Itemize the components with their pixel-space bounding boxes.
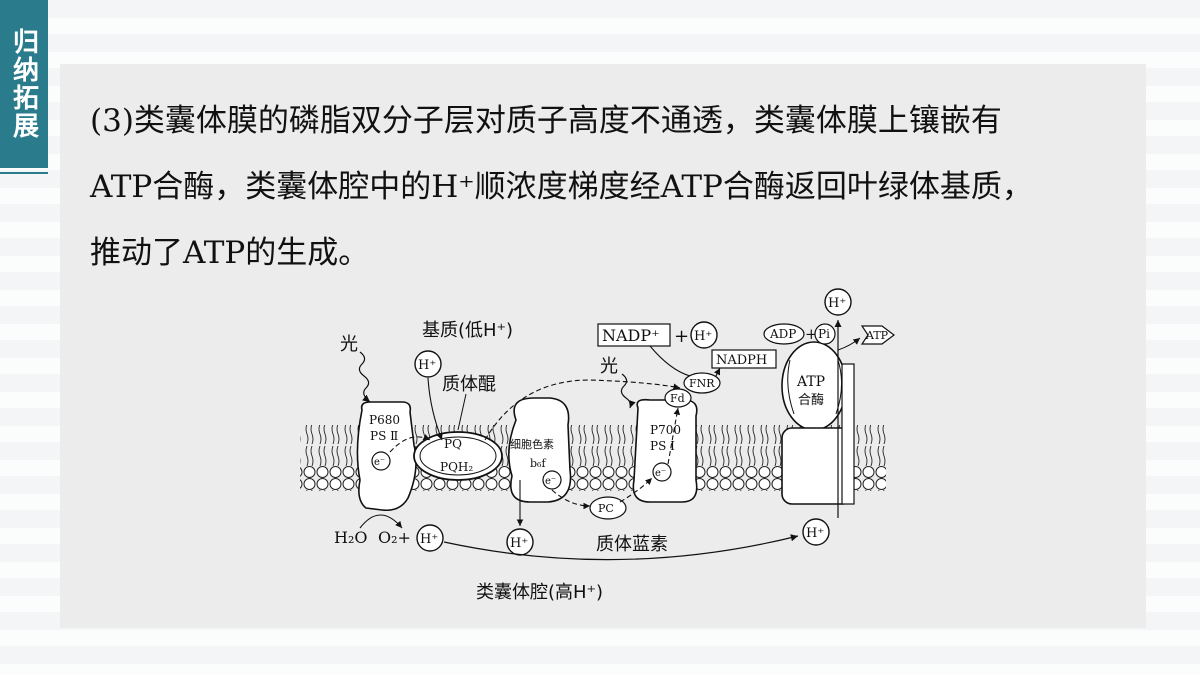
proton-uptake-arrow xyxy=(427,377,443,441)
stroma-label: 基质(低H⁺) xyxy=(422,320,513,341)
hplus-stroma-fnr xyxy=(690,321,718,349)
ps2-label-2: PS Ⅱ xyxy=(370,429,398,443)
atp-product xyxy=(860,325,895,345)
cyt-label-1: 细胞色素 xyxy=(510,437,554,451)
section-tab-label: 归纳拓展 xyxy=(8,28,39,140)
cyt-label-2: b₆f xyxy=(530,457,546,470)
lumen-proton-flow xyxy=(443,534,799,561)
plastoquinone-inner xyxy=(419,436,497,476)
nadp-to-fnr-arrow xyxy=(649,345,691,377)
lumen-label: 类囊体腔(高H⁺) xyxy=(476,582,603,603)
ps1-electron-label: e⁻ xyxy=(655,468,666,479)
hplus-stroma-pq-label: H⁺ xyxy=(418,358,436,373)
adp-plus: + xyxy=(805,325,818,343)
nadph-box xyxy=(711,349,777,369)
ps2-electron xyxy=(371,451,391,471)
paragraph-line-3: 推动了ATP的生成。 xyxy=(90,235,370,271)
electron-path-ps2-pq xyxy=(389,434,431,453)
nadp-box xyxy=(597,323,671,347)
pi-label: Pi xyxy=(818,327,830,341)
plastoquinone-pool xyxy=(413,431,503,481)
light-label-ps1: 光 xyxy=(600,356,618,377)
hplus-fnr-label: H⁺ xyxy=(694,329,712,344)
adp-molecule xyxy=(763,323,805,345)
electron-path-cyt-pc xyxy=(551,489,591,510)
plastoquinone-label: 质体醌 xyxy=(442,374,496,395)
plastocyanin-label: 质体蓝素 xyxy=(596,534,668,555)
section-tab: 归纳拓展 xyxy=(0,0,48,168)
atp-synthase-label-2: 合酶 xyxy=(798,392,824,408)
atp-synthase-stator xyxy=(841,363,855,505)
ps1-electron xyxy=(652,462,672,482)
atp-synthase-label-1: ATP xyxy=(796,374,825,390)
fnr-to-nadph-arrow xyxy=(714,367,721,377)
section-tab-divider xyxy=(0,172,48,174)
water-label: H₂O xyxy=(334,528,367,547)
atp-formation-arrow xyxy=(837,337,861,351)
atp-product-label: ATP xyxy=(865,329,889,342)
ps2-label-1: P680 xyxy=(369,413,400,427)
ps1-label-2: PS Ⅰ xyxy=(650,439,675,453)
adp-label: ADP xyxy=(769,327,796,341)
fnr-enzyme xyxy=(683,372,721,394)
ps1-label-1: P700 xyxy=(650,423,681,437)
hplus-synthase-label: H⁺ xyxy=(828,296,846,311)
pi-molecule xyxy=(814,323,836,345)
oxygen-label: O₂+ xyxy=(378,528,411,547)
photosystem-i xyxy=(632,398,698,503)
electron-path-cyclic xyxy=(484,379,681,441)
hplus-stroma-synthase xyxy=(824,288,852,316)
light-arrow-ps2 xyxy=(358,351,371,403)
thylakoid-membrane-diagram: P680 PS Ⅱ e⁻ PQ PQH₂ 质体醌 细胞色素 b₆f e⁻ PC … xyxy=(300,288,895,603)
pq-label: PQ xyxy=(444,437,462,451)
plastoquinone-pointer xyxy=(457,393,467,431)
hplus-lumen-cyt-label: H⁺ xyxy=(510,536,528,551)
water-splitting-arrow xyxy=(359,514,403,529)
paragraph-line-1: (3)类囊体膜的磷脂双分子层对质子高度不通透，类囊体膜上镶嵌有 xyxy=(90,103,1002,139)
electron-path-pc-ps1 xyxy=(619,477,653,503)
nadp-label: NADP⁺ xyxy=(602,326,660,345)
plastocyanin xyxy=(589,496,627,520)
nadph-label: NADPH xyxy=(716,353,767,368)
nadp-plus: + xyxy=(674,326,689,347)
pc-label: PC xyxy=(598,502,614,515)
hplus-lumen-synthase-label: H⁺ xyxy=(806,526,824,541)
cyt-electron xyxy=(542,470,562,490)
fnr-label: FNR xyxy=(689,377,715,390)
paragraph-line-2: ATP合酶，类囊体腔中的H⁺顺浓度梯度经ATP合酶返回叶绿体基质， xyxy=(90,169,1033,205)
cyt-electron-label: e⁻ xyxy=(545,476,556,487)
light-arrow-ps1 xyxy=(620,373,636,409)
hplus-stroma-pq xyxy=(414,350,442,378)
hplus-lumen-water-label: H⁺ xyxy=(420,532,438,547)
fd-label: Fd xyxy=(670,392,685,405)
hplus-lumen-synthase xyxy=(802,518,830,546)
electron-path-ps1-fd xyxy=(667,407,681,465)
hplus-lumen-water xyxy=(416,524,444,552)
pqh2-label: PQH₂ xyxy=(440,460,473,474)
light-label-ps2: 光 xyxy=(340,334,358,355)
ps2-electron-label: e⁻ xyxy=(374,457,385,468)
explanation-paragraph: (3)类囊体膜的磷脂双分子层对质子高度不通透，类囊体膜上镶嵌有 ATP合酶，类囊… xyxy=(90,88,1140,286)
